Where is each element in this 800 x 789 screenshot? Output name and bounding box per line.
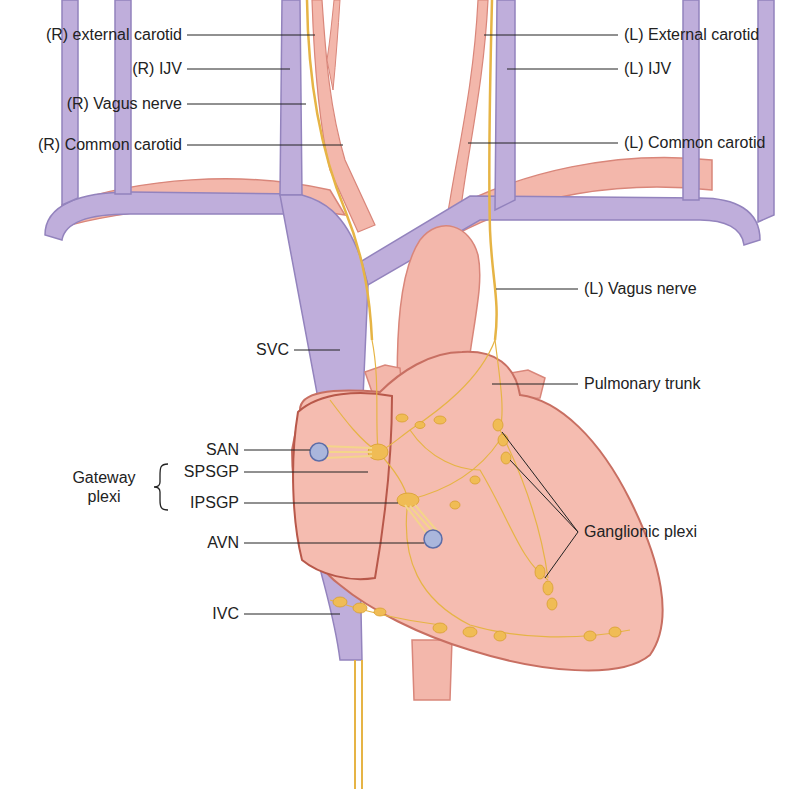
part-label: (L) IJV xyxy=(624,59,671,78)
part-label: SVC xyxy=(256,340,289,359)
vein xyxy=(495,0,515,210)
heart xyxy=(292,352,663,671)
aorta xyxy=(412,640,452,700)
nerve xyxy=(322,446,438,535)
artery xyxy=(312,0,375,232)
part-label: Ganglionic plexi xyxy=(584,522,697,541)
part-label: IPSGP xyxy=(190,493,239,512)
part-label: (L) External carotid xyxy=(624,25,759,44)
nerve xyxy=(355,660,362,789)
part-label: IVC xyxy=(212,604,239,623)
part-label: SPSGP xyxy=(184,462,239,481)
leader-line xyxy=(187,35,618,614)
part-label: (R) external carotid xyxy=(46,25,182,44)
nerve xyxy=(307,0,372,340)
part-label: (L) Common carotid xyxy=(624,133,765,152)
part-label: SAN xyxy=(206,440,239,459)
part-label: (L) Vagus nerve xyxy=(584,279,697,298)
part-label: (R) IJV xyxy=(132,59,182,78)
part-label: AVN xyxy=(207,533,239,552)
ganglion xyxy=(333,414,621,641)
av-node xyxy=(424,530,442,548)
sa-node xyxy=(310,443,328,461)
vein xyxy=(45,192,300,240)
artery xyxy=(327,0,340,90)
vein xyxy=(758,0,774,222)
part-label: (R) Vagus nerve xyxy=(67,94,182,113)
part-label: Pulmonary trunk xyxy=(584,374,701,393)
vein xyxy=(280,0,302,195)
part-label: Gateway plexi xyxy=(72,468,135,506)
nerve xyxy=(489,0,496,340)
part-label: (R) Common carotid xyxy=(38,135,182,154)
vein xyxy=(280,195,368,420)
bracket xyxy=(154,464,168,510)
